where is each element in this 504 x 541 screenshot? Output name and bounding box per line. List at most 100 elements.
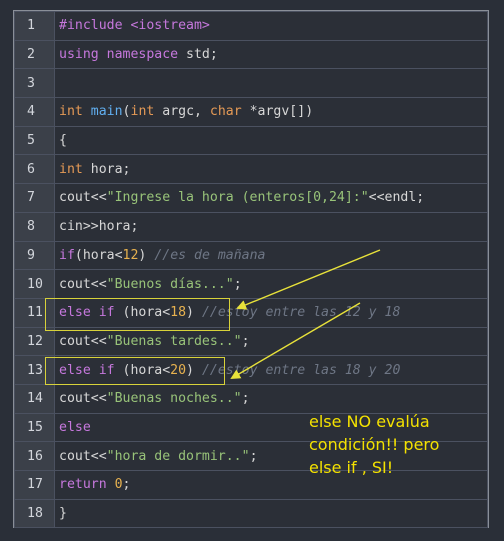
code-token: //es de mañana <box>154 247 266 263</box>
code-token: 18 <box>170 305 187 321</box>
line-number: 3 <box>14 68 55 99</box>
highlight-box-line-11 <box>45 298 230 331</box>
code-token: ; <box>233 276 242 292</box>
code-token: 12 <box>122 247 139 263</box>
line-number: 9 <box>14 240 55 271</box>
code-token: #include <iostream> <box>59 18 210 34</box>
code-line: } <box>54 498 488 529</box>
code-token: hora; <box>82 161 131 177</box>
code-line: cout<<"Ingrese la hora (enteros[0,24]:"<… <box>54 183 488 213</box>
code-token: cout<< <box>59 276 107 292</box>
code-token <box>83 104 91 119</box>
code-row: 1#include <iostream> <box>14 11 488 41</box>
code-token: //estoy entre las 18 y 20 <box>201 362 401 378</box>
code-token: "Buenos días..." <box>106 276 234 292</box>
code-line: if(hora<12) //es de mañana <box>54 240 488 271</box>
code-token: else <box>59 419 91 435</box>
code-line: #include <iostream> <box>54 11 488 41</box>
code-token: argc, <box>154 104 210 120</box>
code-token: main <box>90 104 123 120</box>
code-token: ; <box>249 448 258 464</box>
code-token: cout<< <box>59 391 107 407</box>
code-token: ; <box>241 391 250 407</box>
code-line: cout<<"Buenas tardes.."; <box>54 326 488 357</box>
line-number: 10 <box>14 269 55 299</box>
annotation-note: else NO evalúa condición!! pero else if … <box>309 412 440 477</box>
code-line: cout<<"Buenos días..."; <box>54 269 488 299</box>
code-token: char <box>209 104 242 120</box>
code-token: *argv[]) <box>241 104 314 120</box>
line-number: 7 <box>14 183 55 213</box>
code-token: ) <box>138 247 155 263</box>
line-number: 12 <box>14 326 55 357</box>
code-token: std; <box>178 47 218 63</box>
code-token: return <box>59 477 107 493</box>
code-line: cout<<"hora de dormir.."; <box>54 441 488 471</box>
line-number: 4 <box>14 97 55 127</box>
line-number: 15 <box>14 412 55 443</box>
code-token: { <box>59 133 67 149</box>
code-token: ) <box>186 305 202 321</box>
line-number: 6 <box>14 154 55 185</box>
line-number: 14 <box>14 383 55 414</box>
code-token: cin>>hora; <box>59 219 139 235</box>
code-line: cin>>hora; <box>54 211 488 242</box>
code-token: cout<< <box>59 448 107 464</box>
code-token: "Buenas noches.." <box>106 391 242 407</box>
code-token: else if <box>59 305 115 321</box>
code-token: cout<< <box>59 333 107 349</box>
code-token: "Ingrese la hora (enteros[0,24]:" <box>106 190 369 206</box>
code-token: ( <box>122 104 131 120</box>
code-token: 20 <box>170 362 187 378</box>
code-token: int <box>59 161 83 177</box>
code-line: { <box>54 125 488 156</box>
code-token: ; <box>122 477 131 493</box>
line-number: 17 <box>14 470 55 500</box>
code-token: if <box>59 247 75 263</box>
code-row: 5{ <box>14 125 488 156</box>
code-token: int <box>59 104 83 120</box>
code-token: <<endl; <box>368 190 425 206</box>
code-line: cout<<"Buenas noches.."; <box>54 383 488 414</box>
code-line: int main(int argc, char *argv[]) <box>54 97 488 127</box>
line-number: 8 <box>14 211 55 242</box>
code-token: using namespace <box>59 47 179 63</box>
code-token: "hora de dormir.." <box>106 448 250 464</box>
code-token <box>107 477 115 492</box>
code-line: using namespace std; <box>54 39 488 70</box>
code-token: } <box>59 506 67 522</box>
code-token: "Buenas tardes.." <box>106 333 242 349</box>
line-number: 13 <box>14 355 55 385</box>
code-token: (hora< <box>74 247 123 263</box>
line-number: 18 <box>14 498 55 529</box>
highlight-box-line-13 <box>45 357 225 385</box>
code-line: return 0; <box>54 470 488 500</box>
line-number: 5 <box>14 125 55 156</box>
code-token: (hora< <box>114 305 171 321</box>
line-number: 16 <box>14 441 55 471</box>
code-token: 0 <box>114 477 123 493</box>
code-row: 18} <box>14 498 488 529</box>
line-number: 1 <box>14 11 55 41</box>
code-token: int <box>130 104 155 120</box>
code-line <box>54 68 488 99</box>
code-line: int hora; <box>54 154 488 185</box>
code-line: else <box>54 412 488 443</box>
code-row: 3 <box>14 68 488 99</box>
code-token: //estoy entre las 12 y 18 <box>201 305 401 321</box>
code-token: else if <box>59 362 115 378</box>
code-token: ; <box>241 333 250 349</box>
code-token: cout<< <box>59 190 107 206</box>
line-number: 2 <box>14 39 55 70</box>
